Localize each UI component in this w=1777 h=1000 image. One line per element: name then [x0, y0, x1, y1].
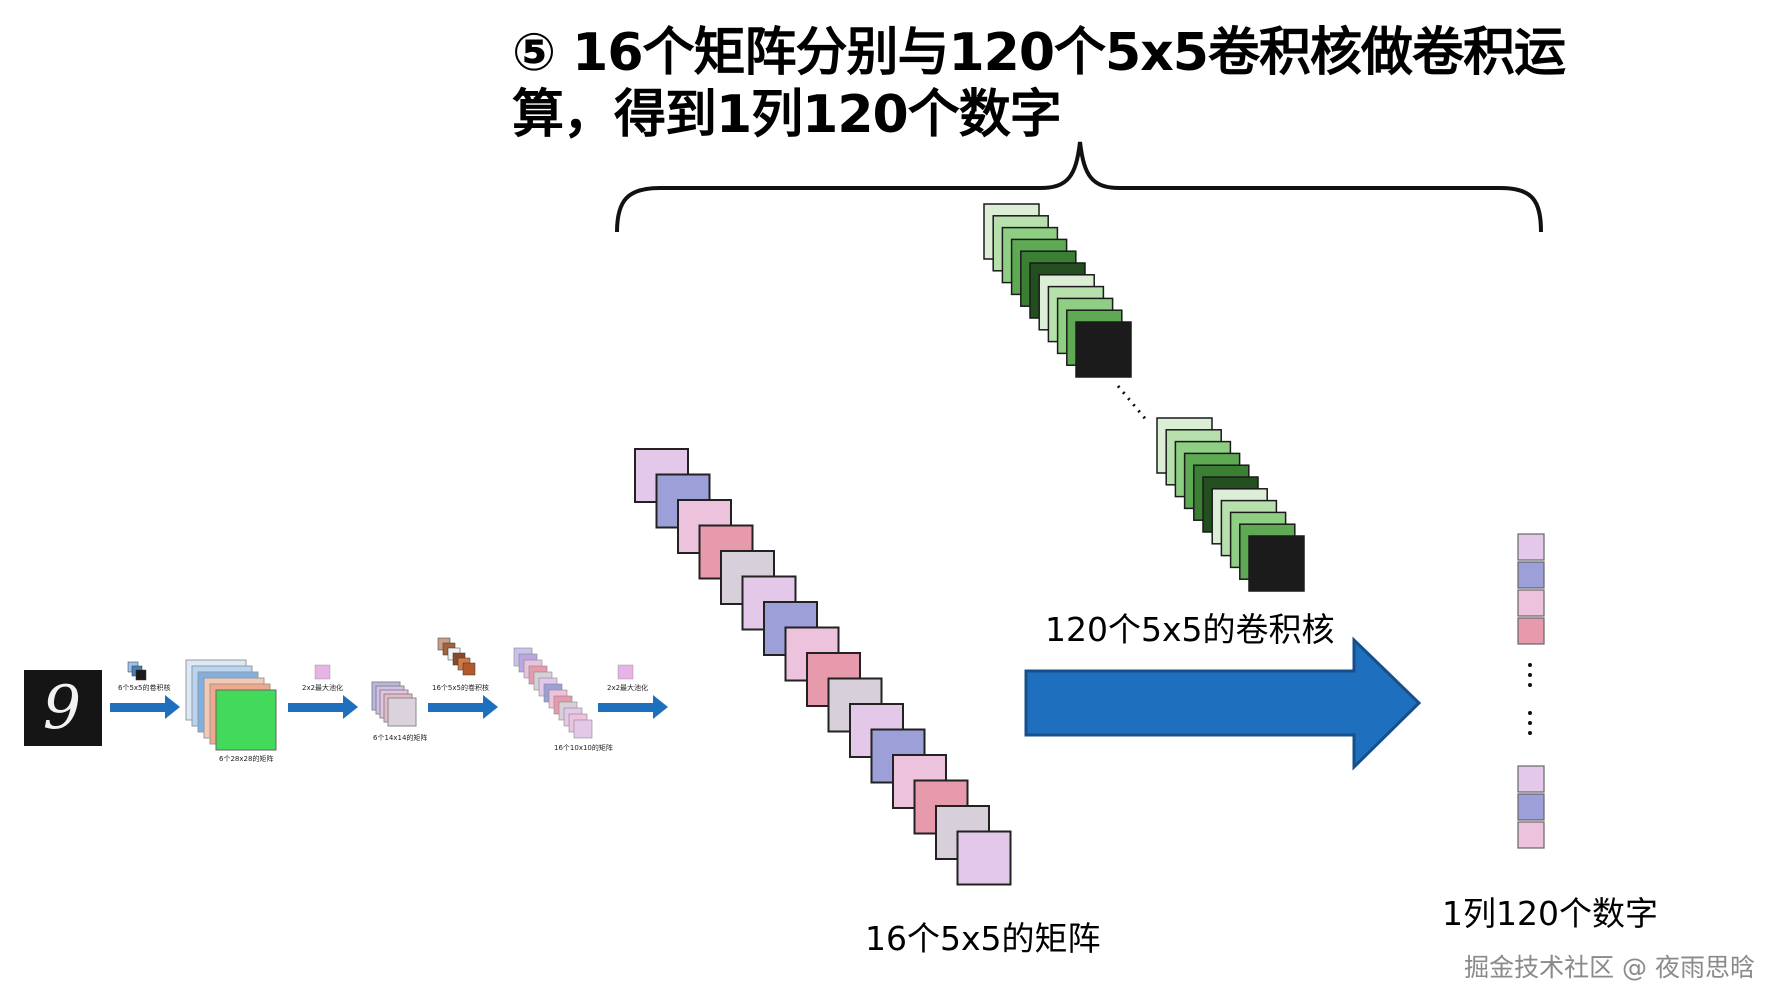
output-column [1518, 534, 1544, 848]
curly-brace [617, 142, 1541, 232]
kernel-stack-top [984, 204, 1131, 377]
pipeline-kernel-icon-2 [438, 638, 475, 675]
lenet-pipeline: 9 [24, 638, 668, 750]
output-cell [1518, 766, 1544, 792]
pipeline-arrow-2 [288, 695, 358, 719]
big-result-arrow [1026, 640, 1419, 767]
output-cell [1518, 822, 1544, 848]
kernels-label: 120个5x5的卷积核 [1045, 603, 1335, 651]
pipeline-label-conv6: 6个5x5的卷积核 [118, 683, 171, 693]
kernel-stack-bottom [1157, 418, 1304, 591]
pipeline-arrow-3 [428, 695, 498, 719]
output-ellipsis-dots [1528, 663, 1532, 735]
output-cell [1518, 794, 1544, 820]
pipeline-pool-icon-2 [618, 665, 633, 679]
pipeline-feature-maps-14 [372, 682, 416, 726]
pipeline-feature-maps-28 [186, 660, 276, 750]
pipeline-label-maps28: 6个28x28的矩阵 [219, 754, 273, 764]
output-cell [1518, 534, 1544, 560]
kernel-square [1249, 536, 1304, 591]
watermark: 掘金技术社区 @ 夜雨思晗 [1464, 948, 1755, 984]
pipeline-label-conv16: 16个5x5的卷积核 [432, 683, 489, 693]
matrix-square [958, 832, 1011, 885]
pipeline-pool-icon-1 [315, 665, 330, 679]
pipeline-label-pool1: 2x2最大池化 [302, 683, 343, 693]
kernel-ellipsis-dots [1118, 386, 1148, 422]
pipeline-kernel-icon-1 [128, 662, 146, 680]
pipeline-label-maps14: 6个14x14的矩阵 [373, 733, 427, 743]
output-label: 1列120个数字 [1442, 887, 1658, 935]
output-cell [1518, 618, 1544, 644]
pipeline-arrow-1 [110, 695, 180, 719]
digit-nine-glyph: 9 [43, 673, 81, 743]
kernel-square [1076, 322, 1131, 377]
pipeline-arrow-4 [598, 695, 668, 719]
output-cell [1518, 590, 1544, 616]
matrices-label: 16个5x5的矩阵 [865, 912, 1101, 960]
matrix-stack [635, 449, 1011, 885]
pipeline-label-pool2: 2x2最大池化 [607, 683, 648, 693]
output-cell [1518, 562, 1544, 588]
pipeline-label-maps10: 16个10x10的矩阵 [554, 743, 613, 753]
pipeline-feature-maps-10 [514, 648, 592, 738]
